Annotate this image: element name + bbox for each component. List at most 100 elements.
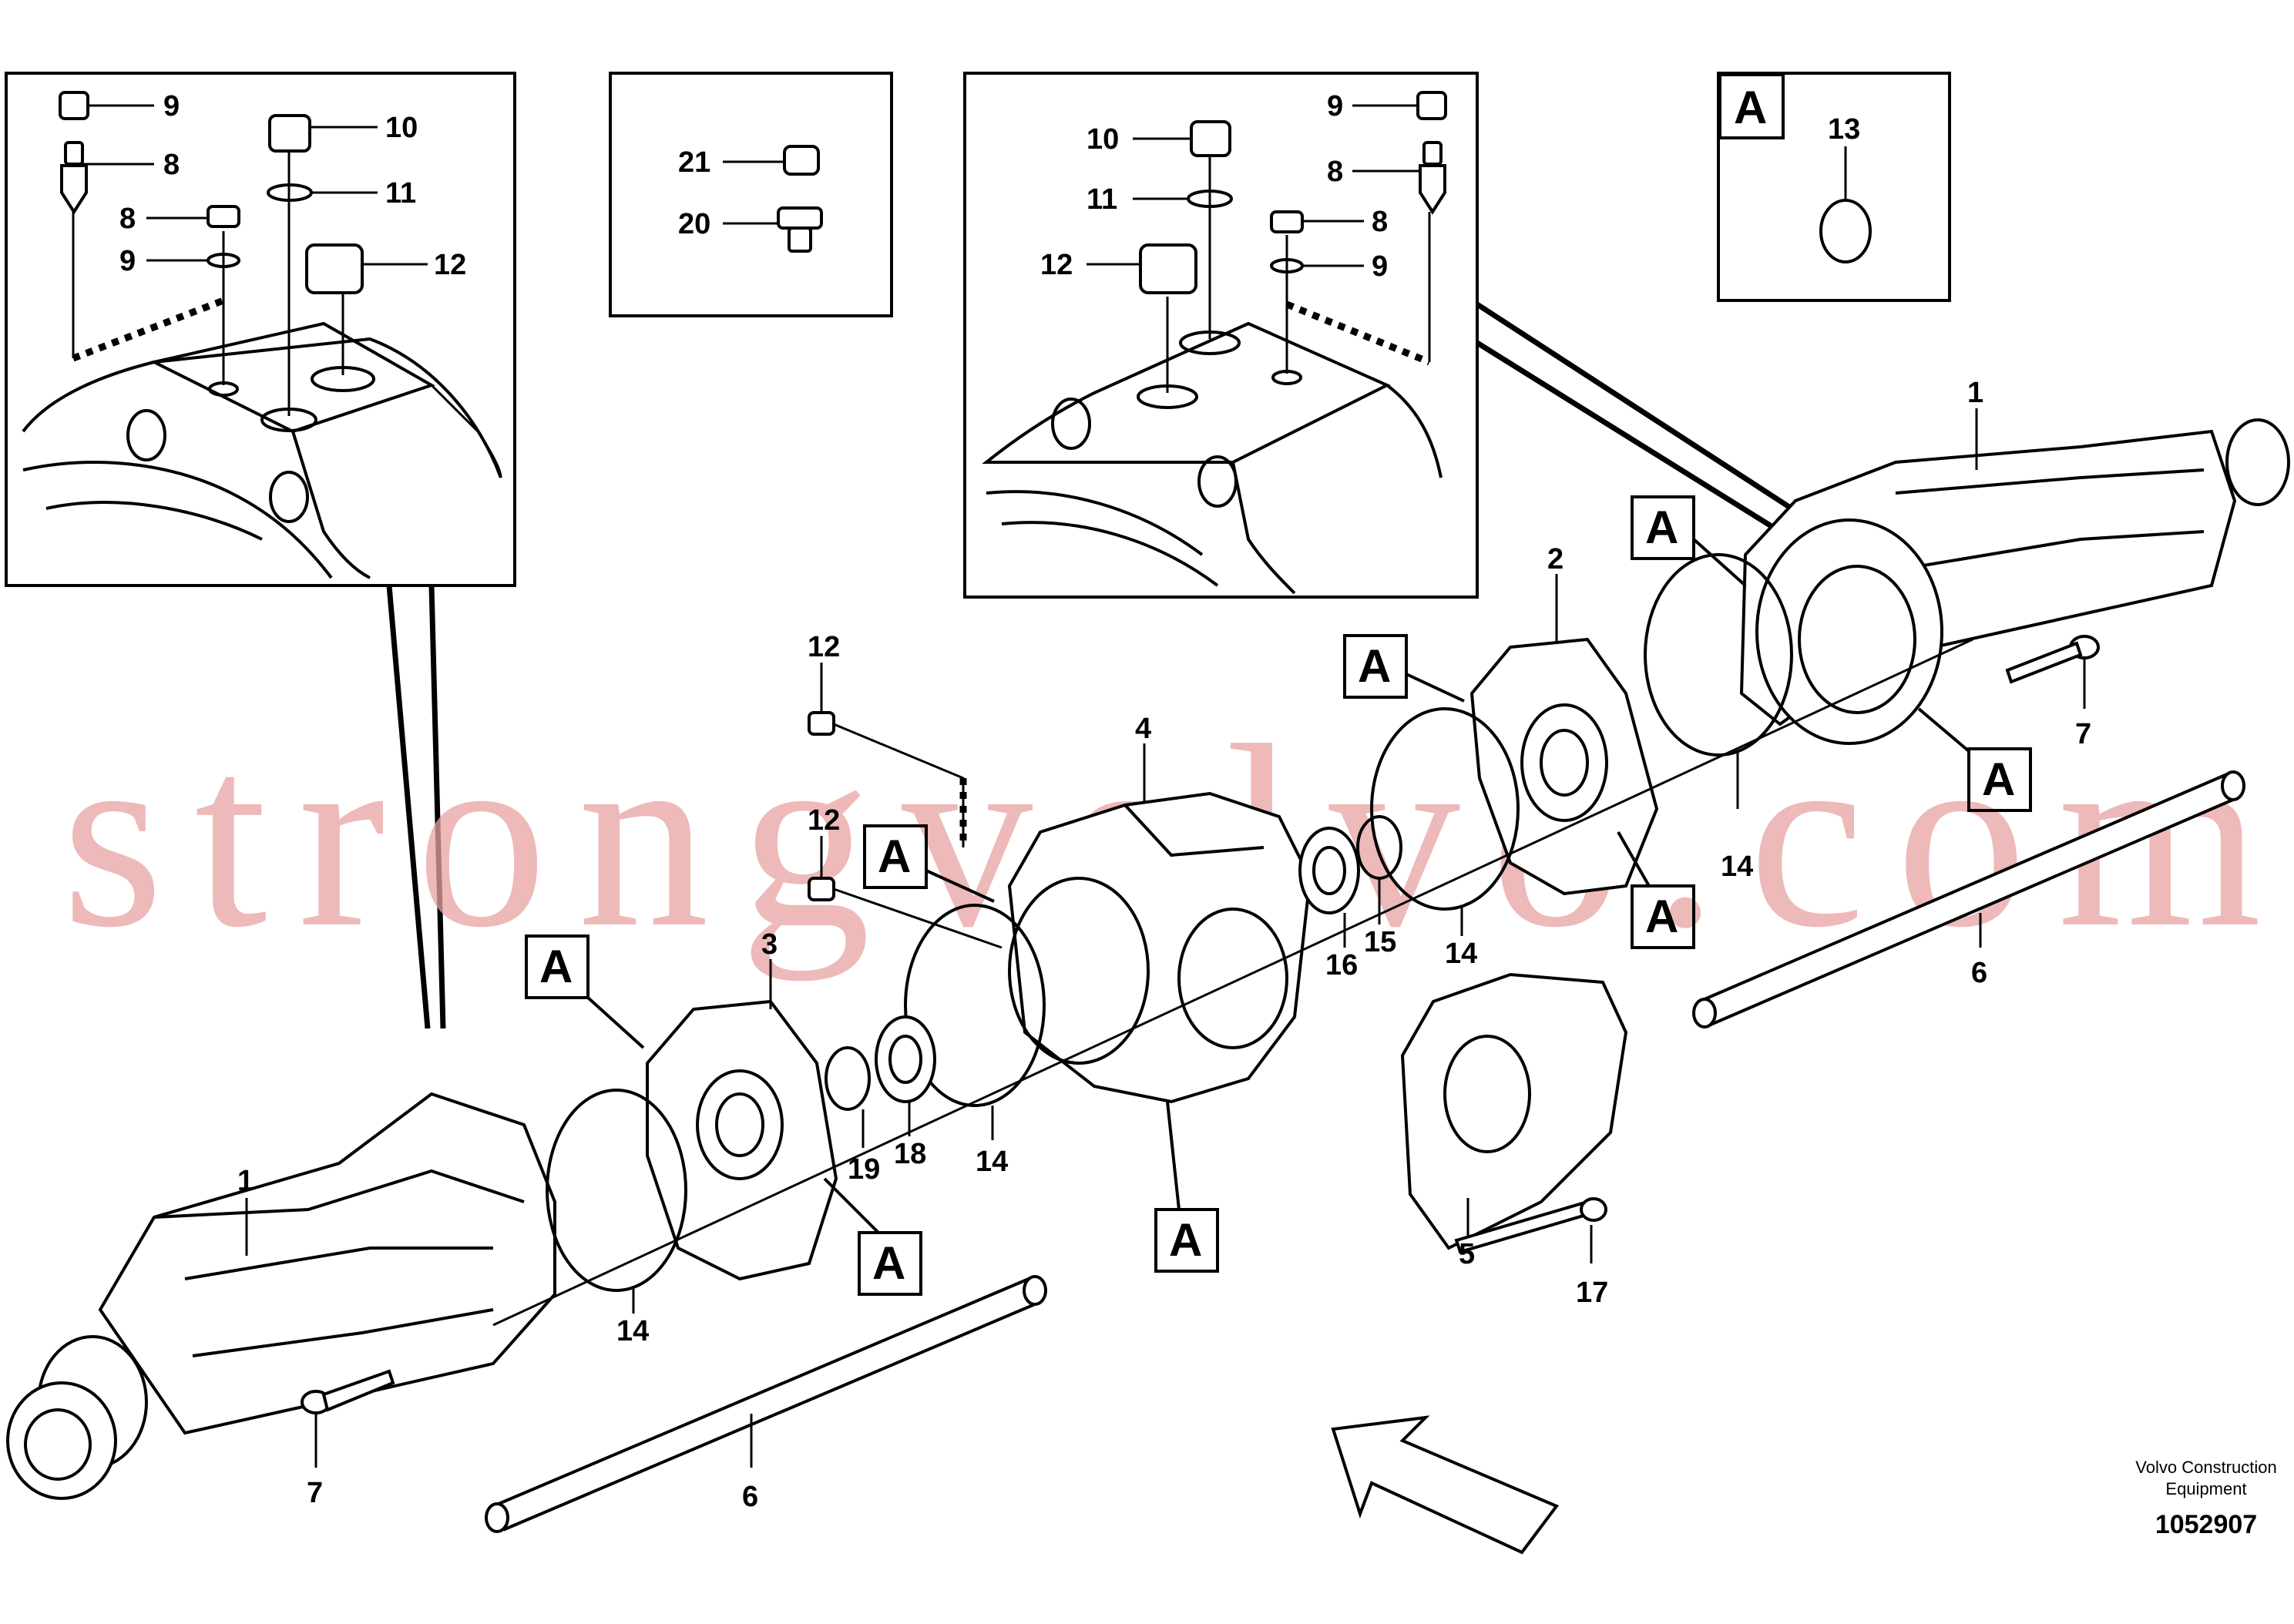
label-11-detail-left: 11 <box>385 177 416 210</box>
label-10-detail-left: 10 <box>385 112 418 144</box>
footer-company-line1: Volvo Construction <box>2135 1458 2276 1477</box>
svg-text:A: A <box>872 1237 905 1289</box>
callout-a-1: A <box>525 934 645 1049</box>
callout-a-6: A <box>1617 831 1695 949</box>
plug-8-left <box>207 205 240 228</box>
footer-company-line2: Equipment <box>2165 1479 2246 1498</box>
svg-text:A: A <box>878 830 911 882</box>
svg-text:A: A <box>1645 502 1678 553</box>
direction-arrow-icon <box>1331 1415 1560 1555</box>
callout-a-2: A <box>863 824 995 903</box>
label-16: 16 <box>1325 949 1358 981</box>
drive-shaft-right <box>1692 770 2245 1028</box>
label-12-top: 12 <box>808 631 840 663</box>
grease-fitting-8-right <box>1419 164 1446 215</box>
label-14-b: 14 <box>976 1146 1008 1178</box>
label-20: 20 <box>678 208 710 240</box>
svg-text:A: A <box>1645 891 1678 942</box>
plug-20 <box>777 206 823 230</box>
label-17: 17 <box>1576 1277 1608 1309</box>
label-8-detail-left-a: 8 <box>163 149 180 181</box>
label-9-detail-left: 9 <box>163 90 180 122</box>
leader-lines <box>245 408 2086 1468</box>
differential-carrier <box>1007 791 1312 1104</box>
label-4: 4 <box>1135 713 1151 745</box>
axle-housing-left <box>6 1092 556 1500</box>
bolt-7-right <box>2005 635 2100 684</box>
label-2: 2 <box>1547 543 1563 575</box>
grease-fitting-8-left <box>60 164 88 215</box>
label-8-detail-right-b: 8 <box>1372 206 1388 238</box>
o-ring-14-b <box>904 904 1046 1107</box>
plug-10-left <box>268 114 311 153</box>
label-1-right: 1 <box>1967 377 1983 409</box>
label-6-right: 6 <box>1971 957 1987 989</box>
drive-shaft-left <box>485 1275 1047 1533</box>
wheel-flange-right <box>2225 418 2290 506</box>
bolt-7-left <box>301 1369 395 1414</box>
callout-a-7: A <box>1154 1101 1219 1273</box>
plug-10-right <box>1190 120 1231 157</box>
bearing-16 <box>1298 827 1360 914</box>
callout-markers: A A A A A A A <box>525 495 2032 1296</box>
detail-box-right: 9 8 10 11 12 8 9 <box>963 72 1793 599</box>
label-9-detail-right: 9 <box>1327 90 1343 122</box>
label-3: 3 <box>761 928 778 961</box>
label-14-d: 14 <box>1721 851 1753 883</box>
side-cover-3 <box>646 999 838 1281</box>
label-10-detail-right: 10 <box>1087 123 1119 156</box>
svg-text:A: A <box>539 941 573 992</box>
main-assembly <box>6 418 2290 1555</box>
label-14-a: 14 <box>616 1315 649 1347</box>
bearing-18 <box>875 1015 936 1103</box>
shim-19 <box>825 1046 871 1111</box>
callout-a-3: A <box>1343 634 1465 703</box>
label-7-left: 7 <box>307 1477 323 1509</box>
label-12-detail-left: 12 <box>434 249 466 281</box>
label-6-left: 6 <box>742 1481 758 1513</box>
svg-text:A: A <box>1169 1214 1202 1266</box>
callout-a-box-title: A <box>1734 82 1767 133</box>
plug-12-right <box>1139 243 1197 294</box>
label-9-detail-left-b: 9 <box>119 245 136 277</box>
svg-text:A: A <box>1358 640 1391 692</box>
part-labels: 1 1 2 3 4 5 6 6 7 7 12 12 14 14 14 14 15… <box>237 377 2091 1513</box>
cap-9-left <box>59 91 89 120</box>
label-13: 13 <box>1828 113 1860 146</box>
footer: Volvo Construction Equipment 1052907 <box>2135 1458 2276 1539</box>
bolt-17 <box>1454 1197 1607 1254</box>
label-19: 19 <box>848 1153 880 1186</box>
drawing-number: 1052907 <box>2155 1510 2257 1539</box>
label-1-left: 1 <box>237 1165 254 1197</box>
label-15: 15 <box>1364 926 1396 958</box>
callout-a-8: A <box>823 1177 922 1296</box>
o-ring-14-d <box>1644 553 1793 757</box>
o-ring-13 <box>1819 199 1872 263</box>
plug-12-top <box>808 711 835 736</box>
bracket-5 <box>1400 972 1628 1250</box>
callout-a-4: A <box>1631 495 1747 587</box>
label-5: 5 <box>1459 1238 1475 1270</box>
svg-text:A: A <box>1982 753 2015 805</box>
o-ring-14-c <box>1370 707 1520 911</box>
o-ring-14-a <box>546 1089 687 1292</box>
plug-12-mid <box>808 877 835 901</box>
label-21: 21 <box>678 146 710 179</box>
label-8-detail-left-b: 8 <box>119 203 136 235</box>
label-7-right: 7 <box>2075 718 2091 750</box>
plug-21 <box>783 145 820 176</box>
cap-9-right <box>1416 91 1447 120</box>
detail-box-left: 9 8 8 9 10 11 12 <box>5 72 516 1029</box>
side-cover-2 <box>1469 637 1659 896</box>
label-14-c: 14 <box>1445 938 1477 970</box>
plug-12-left <box>305 243 364 294</box>
callout-a-5: A <box>1917 707 2032 812</box>
plug-8-right <box>1270 210 1304 233</box>
label-18: 18 <box>894 1138 926 1170</box>
label-9-detail-right-b: 9 <box>1372 250 1388 283</box>
detail-box-a: A 13 <box>1717 72 1951 302</box>
label-8-detail-right: 8 <box>1327 156 1343 188</box>
label-12-detail-right: 12 <box>1040 249 1073 281</box>
